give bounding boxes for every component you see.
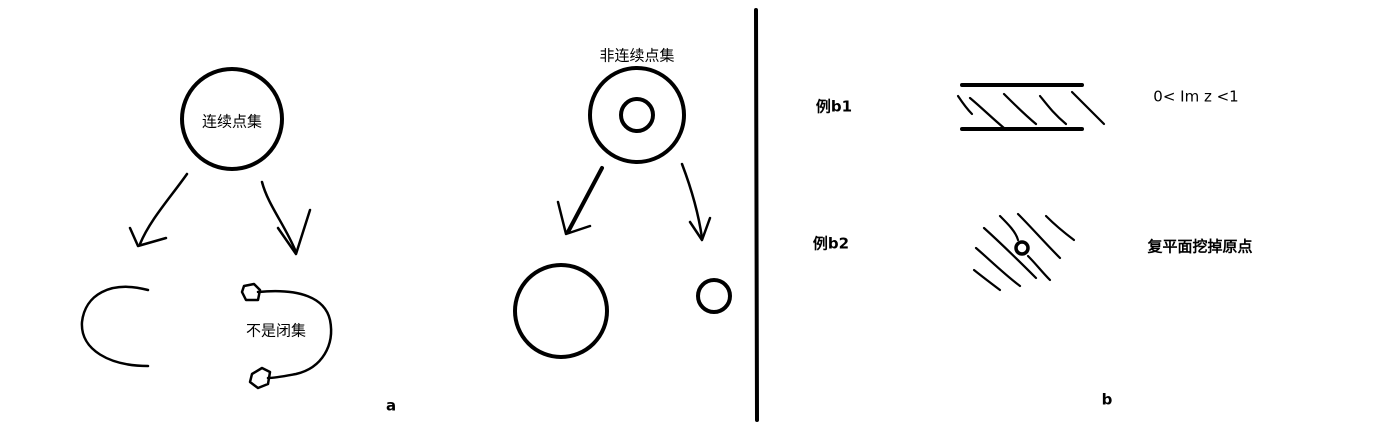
disconnected-set-label: 非连续点集 [599, 47, 674, 65]
arrow-right-2-head [688, 216, 712, 242]
origin-hole-circle [1014, 240, 1030, 256]
connected-set-circle [180, 67, 284, 171]
disconnected-set-outer-circle [588, 66, 686, 164]
arrow-left-2 [566, 166, 604, 234]
vertical-divider [754, 8, 759, 422]
example-b2-label: 例b2 [813, 235, 849, 253]
not-closed-label: 不是闭集 [246, 322, 306, 340]
result-small-circle [696, 278, 732, 314]
arrow-left-2-head [556, 200, 592, 236]
arrow-right-2 [680, 162, 704, 240]
example-b1-label: 例b1 [816, 98, 852, 116]
example-b1-condition: 0< Im z <1 [1153, 88, 1238, 106]
endpoint-bottom-marker [248, 366, 272, 390]
endpoint-top-marker [240, 282, 262, 302]
example-b2-description: 复平面挖掉原点 [1146, 238, 1252, 256]
result-large-circle [513, 263, 609, 359]
arrow-left-1-head [128, 226, 168, 248]
open-arc-shape [80, 285, 150, 368]
arrow-left-1 [138, 172, 189, 246]
strip-hatching [956, 90, 1106, 130]
punctured-plane-hatching [972, 212, 1076, 292]
not-closed-curve [256, 289, 333, 380]
connected-set-label: 连续点集 [202, 113, 262, 131]
panel-b-label: b [1102, 391, 1113, 409]
panel-a-label: a [386, 397, 396, 415]
arrow-right-1-head [276, 208, 312, 256]
arrow-right-1 [260, 180, 298, 254]
disconnected-set-inner-circle [619, 97, 655, 133]
